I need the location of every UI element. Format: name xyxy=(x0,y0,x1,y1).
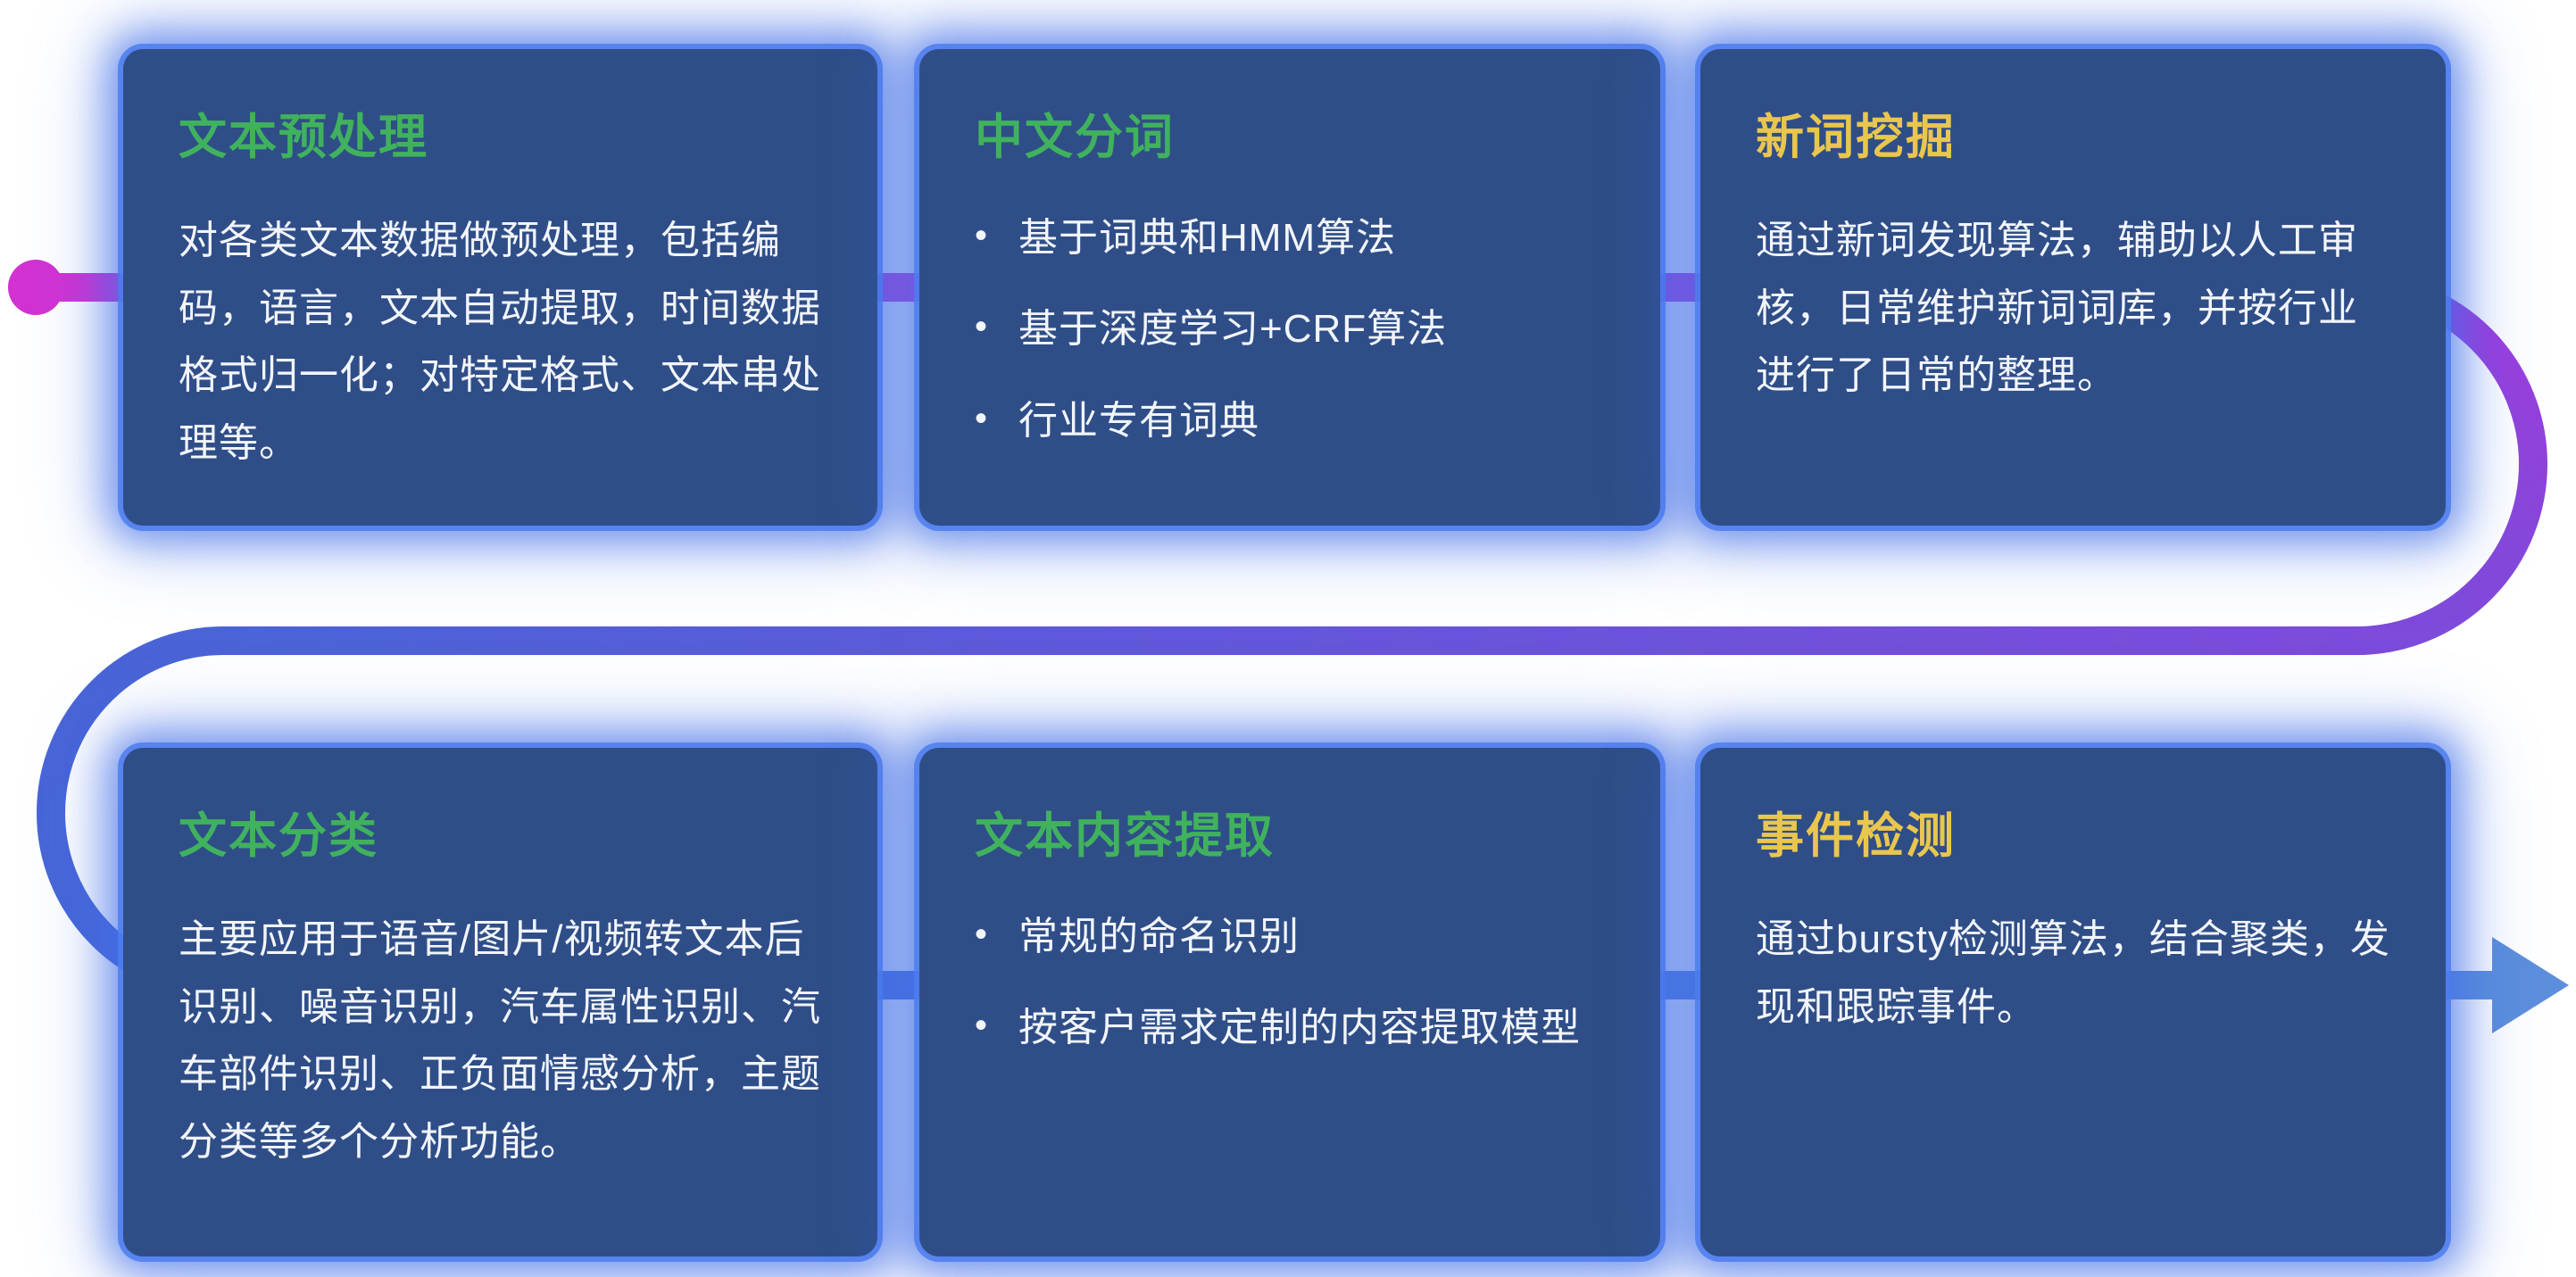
card-new-word-mining: 新词挖掘 通过新词发现算法，辅助以人工审核，日常维护新词词库，并按行业进行了日常… xyxy=(1700,49,2446,526)
card-body: 主要应用于语音/图片/视频转文本后识别、噪音识别，汽车属性识别、汽车部件识别、正… xyxy=(179,917,821,1165)
bullet-item: • 行业专有词典 xyxy=(975,390,1605,452)
bullet-list: • 常规的命名识别 • 按客户需求定制的内容提取模型 xyxy=(975,906,1605,1060)
card-body: 通过新词发现算法，辅助以人工审核，日常维护新词词库，并按行业进行了日常的整理。 xyxy=(1756,219,2358,398)
card-title: 文本内容提取 xyxy=(975,809,1275,863)
card-title: 文本预处理 xyxy=(179,111,428,164)
bullet-dot-icon: • xyxy=(975,1006,989,1046)
card-title: 新词挖掘 xyxy=(1756,111,1956,164)
bullet-item: • 常规的命名识别 xyxy=(975,906,1605,968)
card-text-preprocessing: 文本预处理 对各类文本数据做预处理，包括编码，语言，文本自动提取，时间数据格式归… xyxy=(123,49,877,526)
flow-arrow-icon xyxy=(2492,937,2569,1033)
card-title: 事件检测 xyxy=(1756,809,1956,863)
bullet-text: 行业专有词典 xyxy=(1018,398,1260,443)
card-body: 通过bursty检测算法，结合聚类，发现和跟踪事件。 xyxy=(1756,917,2390,1029)
bullet-text: 常规的命名识别 xyxy=(1018,915,1300,958)
card-text-classification: 文本分类 主要应用于语音/图片/视频转文本后识别、噪音识别，汽车属性识别、汽车部… xyxy=(123,748,877,1256)
bullet-item: • 基于词典和HMM算法 xyxy=(975,207,1605,269)
bullet-item: • 基于深度学习+CRF算法 xyxy=(975,298,1605,361)
card-text-content-extraction: 文本内容提取 • 常规的命名识别 • 按客户需求定制的内容提取模型 xyxy=(919,748,1660,1256)
bullet-list: • 基于词典和HMM算法 • 基于深度学习+CRF算法 • 行业专有词典 xyxy=(975,207,1605,452)
bullet-text: 基于词典和HMM算法 xyxy=(1018,216,1397,260)
card-event-detection: 事件检测 通过bursty检测算法，结合聚类，发现和跟踪事件。 xyxy=(1700,748,2446,1256)
bullet-text: 基于深度学习+CRF算法 xyxy=(1018,307,1448,352)
bullet-dot-icon: • xyxy=(975,915,989,954)
bullet-text: 按客户需求定制的内容提取模型 xyxy=(1018,1006,1582,1050)
card-chinese-word-segmentation: 中文分词 • 基于词典和HMM算法 • 基于深度学习+CRF算法 • 行业专有词… xyxy=(919,49,1660,526)
bullet-dot-icon: • xyxy=(975,216,989,255)
card-title: 文本分类 xyxy=(179,809,378,863)
card-body: 对各类文本数据做预处理，包括编码，语言，文本自动提取，时间数据格式归一化；对特定… xyxy=(179,219,821,466)
bullet-item: • 按客户需求定制的内容提取模型 xyxy=(975,997,1605,1059)
card-title: 中文分词 xyxy=(975,111,1175,164)
bullet-dot-icon: • xyxy=(975,307,989,347)
bullet-dot-icon: • xyxy=(975,398,989,438)
